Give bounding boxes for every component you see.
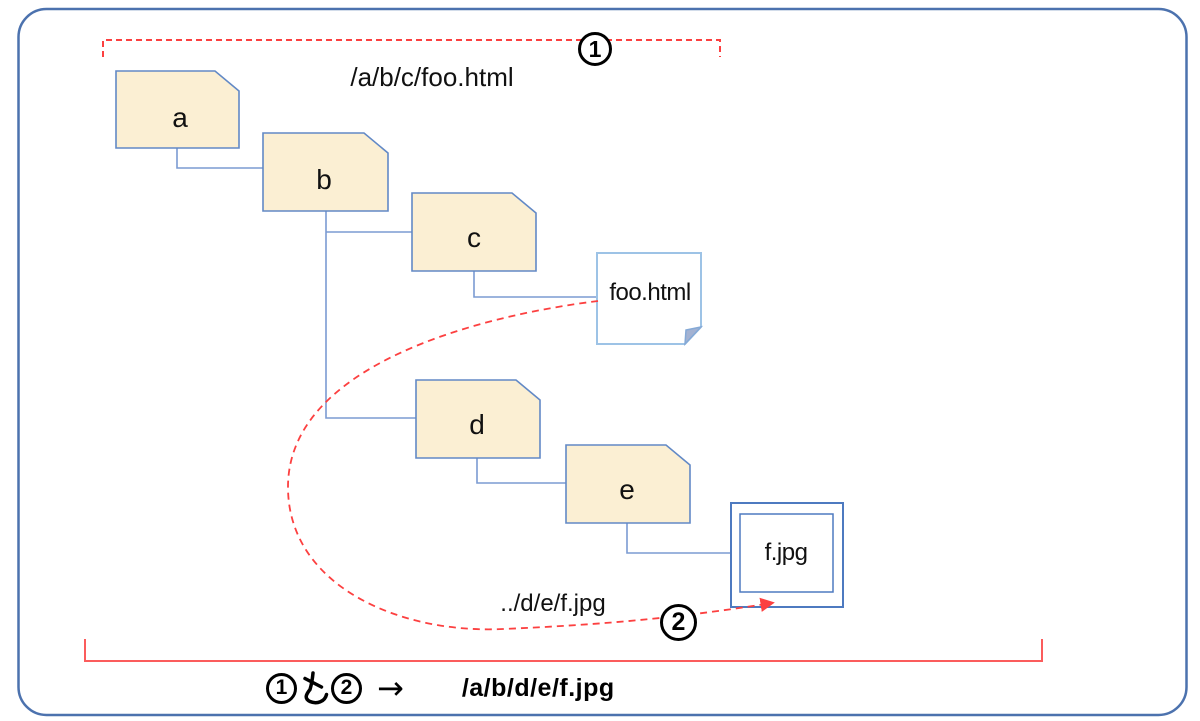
result-path-bracket <box>84 639 1043 662</box>
conclusion-line: 1 と 2 → /a/b/d/e/f.jpg <box>265 669 615 707</box>
folder-c-shape <box>411 192 537 272</box>
document-fold-corner <box>684 325 704 347</box>
connector-e-fjpg <box>626 523 731 554</box>
connector-d-e <box>476 458 566 484</box>
folder-d-shape <box>415 379 541 459</box>
connector-b-d <box>325 211 416 419</box>
marker-1-badge: 1 <box>578 32 612 66</box>
file-label-foohtml: foo.html <box>609 279 691 306</box>
folder-label-b: b <box>316 164 332 195</box>
folder-e-shape <box>565 444 691 524</box>
folder-label-e: e <box>619 474 635 505</box>
relative-path-label: ../d/e/f.jpg <box>500 590 606 617</box>
folder-b-shape <box>262 132 389 212</box>
outer-frame-border <box>17 7 1188 717</box>
conclusion-marker-2: 2 <box>331 672 362 704</box>
right-arrow-glyph: → <box>377 669 404 707</box>
folder-label-a: a <box>172 102 188 133</box>
image-fjpg-inner-box <box>739 513 834 593</box>
conclusion-marker-1: 1 <box>266 672 297 704</box>
file-label-fjpg: f.jpg <box>764 539 808 566</box>
connector-a-b <box>176 148 263 169</box>
relative-path-curve-arrow <box>287 300 775 631</box>
marker-2-badge: 2 <box>660 604 697 641</box>
folder-label-d: d <box>469 409 485 440</box>
absolute-path-label: /a/b/c/foo.html <box>350 62 514 92</box>
hiragana-to-glyph <box>303 671 329 705</box>
connector-c-foohtml <box>473 271 598 298</box>
folder-a-shape <box>115 70 240 149</box>
folder-label-c: c <box>467 222 481 253</box>
conclusion-result-path: /a/b/d/e/f.jpg <box>461 673 615 702</box>
absolute-path-bracket <box>102 39 721 57</box>
